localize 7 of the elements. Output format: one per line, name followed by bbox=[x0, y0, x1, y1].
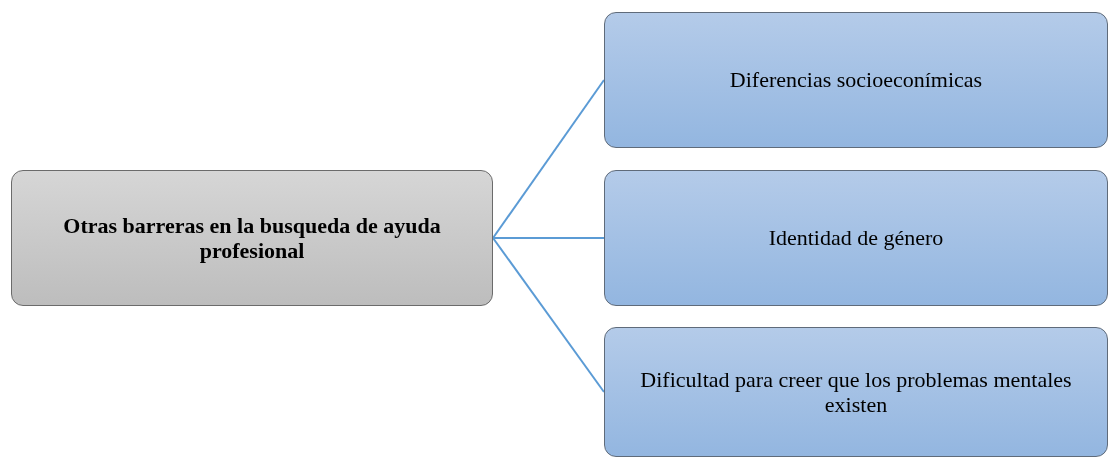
branch-box: Identidad de género bbox=[604, 170, 1108, 306]
connector-line bbox=[492, 237, 605, 239]
connector-line bbox=[492, 79, 605, 239]
branch-box: Dificultad para creer que los problemas mentales existen bbox=[604, 327, 1108, 457]
connector-line bbox=[492, 237, 605, 393]
topic-box: Otras barreras en la busqueda de ayuda profesional bbox=[11, 170, 493, 306]
branch-box: Diferencias socioeconímicas bbox=[604, 12, 1108, 148]
